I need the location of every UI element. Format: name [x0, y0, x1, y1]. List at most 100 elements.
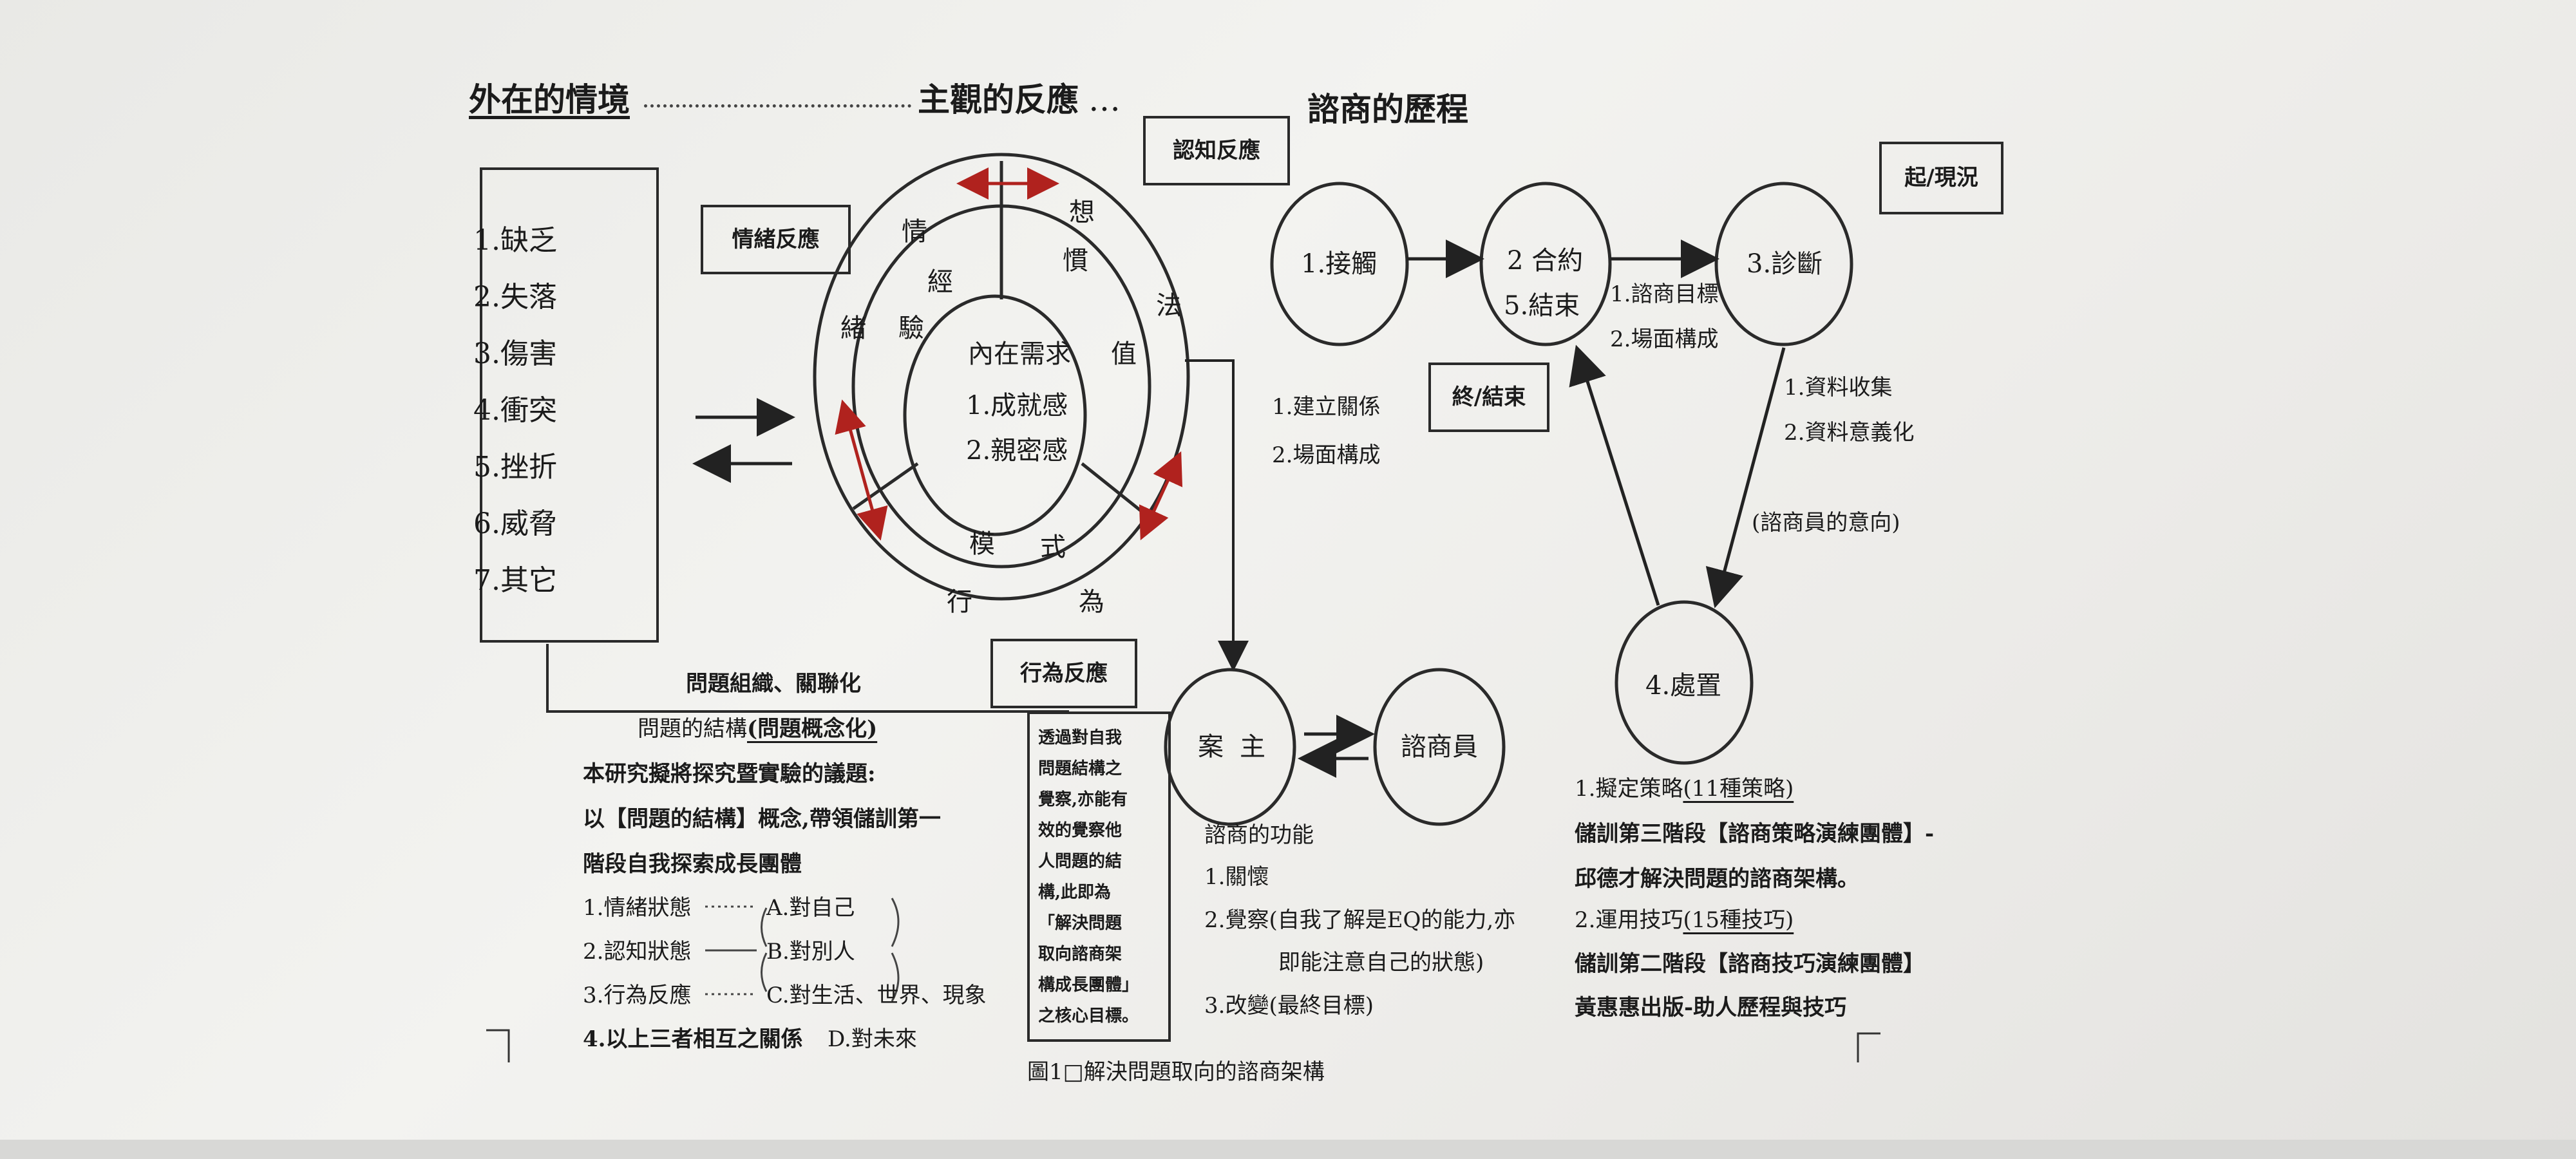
problem-bracket	[546, 644, 1069, 713]
function-awareness-cont: 即能注意自己的狀態)	[1278, 950, 1484, 975]
diagnosis-note-2: 2.資料意義化	[1784, 420, 1915, 446]
situation-item: 6.威脅	[473, 507, 557, 540]
heading-counseling-process: 諮商的歷程	[1307, 90, 1468, 128]
core-goal-line: 人問題的結	[1038, 852, 1122, 871]
label-counselor: 諮商員	[1401, 732, 1478, 762]
arrow-diagnosis-treatment	[1705, 347, 1786, 608]
arrow-treatment-end	[1569, 344, 1660, 606]
inner-needs-title: 內在需求	[968, 339, 1071, 369]
strategy-count: (11種策略)	[1683, 776, 1794, 802]
ring-char-guan: 慣	[1063, 246, 1088, 276]
situation-item: 2.失落	[473, 281, 557, 314]
functions-title: 諮商的功能	[1204, 822, 1314, 848]
core-goal-line: 覺察,亦能有	[1038, 790, 1128, 809]
strategy-stage2: 儲訓第二階段【諮商技巧演練團體】	[1575, 951, 1925, 977]
situation-box	[480, 167, 659, 643]
ring-char-fa: 法	[1156, 291, 1182, 321]
circle-contact	[1270, 182, 1409, 346]
situation-item: 1.缺乏	[473, 224, 557, 257]
ring-char-jing: 經	[927, 267, 953, 297]
core-goal-line: 之核心目標。	[1038, 1006, 1139, 1026]
heading-external-situation: 外在的情境	[469, 80, 630, 118]
problem-conceptualization: (問題概念化)	[747, 716, 878, 742]
label-contract: 2 合約	[1507, 246, 1584, 276]
inner-ring	[903, 294, 1087, 536]
state-cognition: 2.認知狀態	[583, 939, 692, 965]
state-behavior: 3.行為反應	[583, 983, 692, 1008]
heading-dots: …	[1088, 81, 1121, 118]
strategy-skills-count: (15種技巧)	[1683, 907, 1794, 933]
strategy-plan: 1.擬定策略(11種策略)	[1575, 778, 1794, 800]
red-arrow-left	[835, 399, 888, 541]
contract-note-2: 2.場面構成	[1610, 326, 1719, 352]
core-goal-line: 效的覺察他	[1038, 821, 1122, 840]
concentric-rings	[813, 153, 1190, 601]
ring-char-xiang: 想	[1069, 198, 1095, 227]
ring-char-xu: 緒	[840, 314, 866, 343]
problem-structure: 問題的結構(問題概念化)	[638, 718, 877, 740]
situation-item: 5.挫折	[473, 451, 557, 484]
label-closing: 5.結束	[1504, 291, 1580, 321]
label-client-b: 主	[1240, 732, 1265, 762]
core-goal-line: 透過對自我	[1038, 728, 1122, 748]
ring-char-qing: 情	[902, 217, 927, 247]
circle-treatment	[1615, 600, 1754, 765]
contact-note-1: 1.建立關係	[1272, 394, 1381, 420]
diagnosis-note-1: 1.資料收集	[1784, 375, 1893, 400]
state-relationship: 4.以上三者相互之關係	[583, 1026, 803, 1052]
ring-char-yan: 驗	[898, 314, 924, 343]
research-line-3: 階段自我探索成長團體	[583, 851, 802, 877]
dotted-leader-1	[644, 104, 911, 108]
ring-char-shi: 式	[1040, 532, 1066, 562]
target-future: D.對未來	[828, 1026, 917, 1052]
situation-list: 1.缺乏 2.失落 3.傷害 4.衝突 5.挫折 6.威脅 7.其它	[473, 212, 557, 609]
red-arrows	[835, 167, 1183, 541]
strategy-framework: 邱德才解決問題的諮商架構。	[1575, 866, 1859, 892]
core-goal-box	[1027, 711, 1171, 1042]
strategy-stage3: 儲訓第三階段【諮商策略演練團體】-	[1575, 821, 1935, 847]
inner-need-achievement: 1.成就感	[966, 391, 1068, 420]
label-treatment: 4.處置	[1645, 671, 1722, 701]
core-goal-line: 構成長團體」	[1038, 975, 1139, 995]
outer-ring	[813, 153, 1190, 601]
process-circles	[1164, 182, 1853, 826]
research-line-2: 以【問題的結構】概念,帶領儲訓第一	[583, 806, 941, 832]
label-client-a: 案	[1198, 732, 1224, 762]
situation-item: 4.衝突	[473, 394, 557, 427]
behavioral-reaction-box: 行為反應	[990, 639, 1137, 708]
exchange-arrows	[692, 398, 795, 483]
problem-structure-label: 問題的結構	[638, 716, 747, 742]
contract-note-1: 1.諮商目標	[1610, 281, 1719, 307]
state-connectors	[705, 898, 900, 1002]
corner-mark-left	[486, 1029, 510, 1062]
heading-subjective-reaction: 主觀的反應	[918, 80, 1079, 118]
process-arrows	[1298, 240, 1786, 778]
ring-char-mo: 模	[969, 529, 995, 559]
diagnosis-note-intent: (諮商員的意向)	[1752, 510, 1900, 536]
ring-char-zhi: 值	[1111, 339, 1137, 369]
situation-item: 3.傷害	[473, 337, 557, 370]
core-goal-line: 取向諮商架	[1038, 945, 1122, 964]
core-goal-line: 問題結構之	[1038, 759, 1122, 778]
strategy-book: 黃惠惠出版-助人歷程與技巧	[1575, 995, 1847, 1021]
function-awareness: 2.覺察(自我了解是EQ的能力,亦	[1204, 907, 1516, 933]
strategy-plan-label: 1.擬定策略	[1575, 776, 1683, 802]
inner-need-intimacy: 2.親密感	[966, 436, 1068, 466]
end-closing-box: 終/結束	[1428, 363, 1549, 432]
arrow-ring-to-client	[1185, 359, 1249, 672]
ring-char-wei: 為	[1079, 587, 1104, 617]
circle-client	[1164, 668, 1296, 826]
emotional-reaction-box: 情緒反應	[701, 205, 851, 274]
function-care: 1.關懷	[1204, 864, 1269, 890]
ring-char-xing: 行	[947, 587, 972, 617]
target-life-world: C.對生活、世界、現象	[766, 983, 987, 1008]
core-goal-text: 透過對自我 問題結構之 覺察,亦能有 效的覺察他 人問題的結 構,此即為 「解決…	[1038, 722, 1139, 1032]
strategy-skills: 2.運用技巧(15種技巧)	[1575, 909, 1794, 931]
problem-organize: 問題組織、關聯化	[686, 671, 861, 697]
start-status-box: 起/現況	[1879, 142, 2003, 214]
cognitive-reaction-box: 認知反應	[1143, 116, 1290, 185]
red-arrow-right	[1139, 451, 1183, 541]
contact-note-2: 2.場面構成	[1272, 442, 1381, 468]
strategy-skills-label: 2.運用技巧	[1575, 907, 1683, 933]
